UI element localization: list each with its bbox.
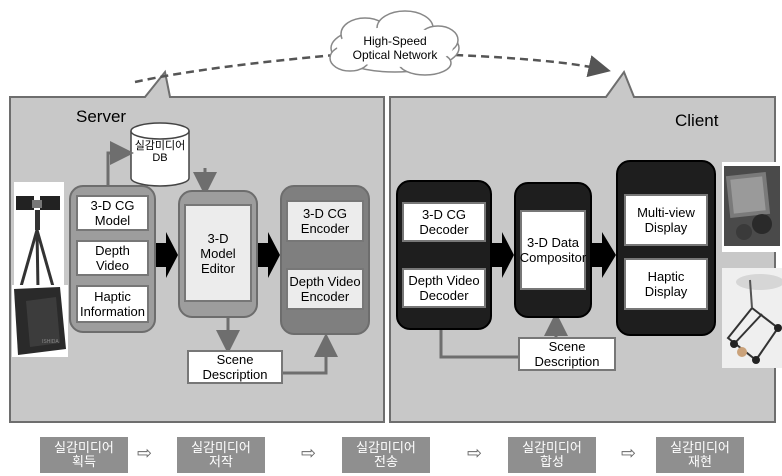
stage-acquisition: 실감미디어 획득 [40,437,128,473]
cg-decoder: 3-D CG Decoder [402,202,486,242]
stage-arrow-1: ⇨ [137,443,153,463]
arrow-inputs-to-db [106,141,134,185]
network-link-left [134,53,336,84]
model-editor: 3-D Model Editor [184,204,252,302]
stage-arrow-2: ⇨ [301,443,317,463]
stage-composition: 실감미디어 합성 [508,437,596,473]
flow-arrow-2 [258,232,280,278]
stage-authoring: 실감미디어 저작 [177,437,265,473]
stereo-camera-photo [14,182,64,292]
flow-arrow-4 [592,232,616,278]
stage-arrow-4: ⇨ [621,443,637,463]
input-3d-cg-model: 3-D CG Model [76,195,149,231]
multiview-display-photo [722,162,782,252]
server-scene-description: Scene Description [187,350,283,384]
network-link-right [454,53,611,78]
arrow-scene-to-encoder [283,333,338,375]
data-compositor: 3-D Data Compositor [520,210,586,290]
stage-transmission: 실감미디어 전송 [342,437,430,473]
server-title: Server [76,107,127,126]
haptic-display: Haptic Display [624,258,708,310]
stage-arrow-3: ⇨ [467,443,483,463]
depth-video-decoder: Depth Video Decoder [402,268,486,308]
cg-encoder: 3-D CG Encoder [286,200,364,242]
input-depth-video: Depth Video [76,240,149,276]
flow-arrow-3 [492,232,514,278]
svg-text:ISHIDA: ISHIDA [42,339,59,345]
client-scene-description: Scene Description [518,337,616,371]
db-label: 실감미디어 DB [134,140,186,164]
depth-video-encoder: Depth Video Encoder [286,268,364,310]
network-label: High-Speed Optical Network [352,34,438,62]
multiview-display: Multi-view Display [624,194,708,246]
flow-arrow-1 [156,232,178,278]
stage-reproduction: 실감미디어 재현 [656,437,744,473]
haptic-device-photo: ISHIDA [12,285,68,357]
input-haptic-information: Haptic Information [76,285,149,323]
haptic-display-photo [722,268,782,368]
arrow-decoder-to-scene [439,330,518,359]
db-cylinder [130,122,190,187]
client-title: Client [675,111,719,130]
